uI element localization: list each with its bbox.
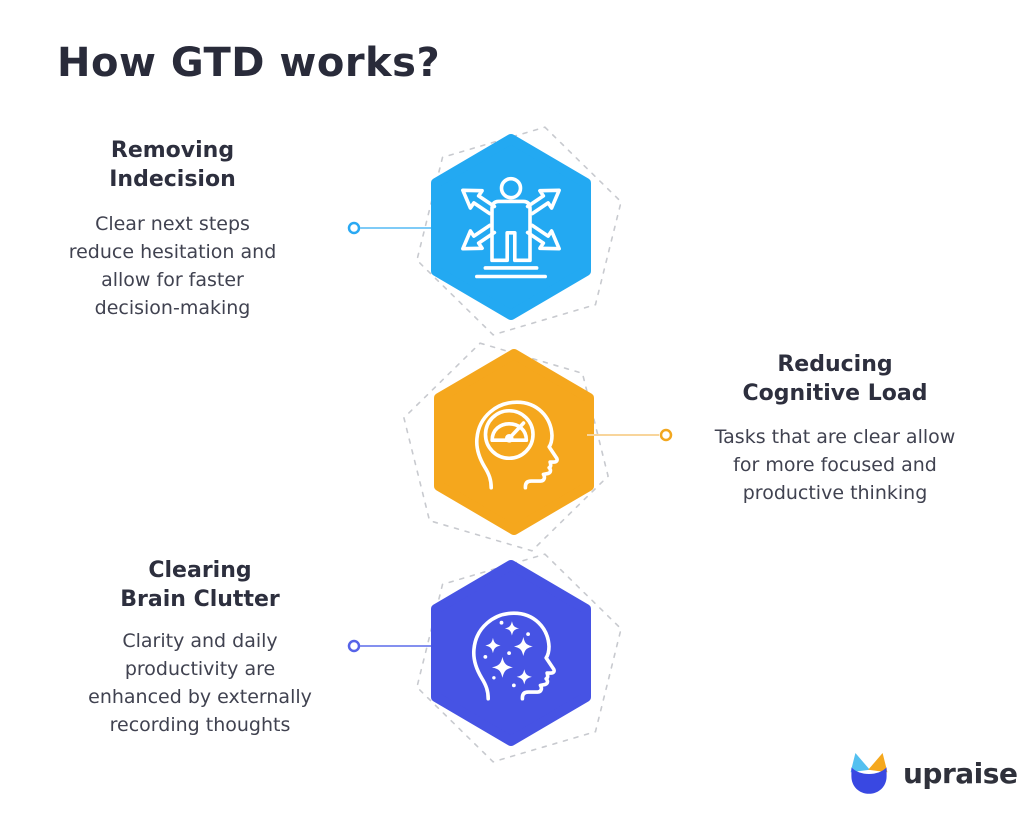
upraise-logo-icon — [850, 753, 888, 794]
dashed-hexagon-outline — [416, 126, 622, 336]
section-3-connector — [347, 639, 443, 653]
page-title: How GTD works? — [57, 40, 441, 86]
sparkles — [483, 620, 533, 688]
hexagon-shape — [431, 560, 591, 746]
hexagon-shape — [431, 134, 591, 320]
hexagon-clearing-brain-clutter — [416, 553, 622, 763]
section-2-connector — [587, 428, 673, 442]
logo-body — [851, 767, 887, 794]
section-1-body: Clear next steps reduce hesitation and a… — [68, 213, 277, 319]
section-3-body: Clarity and daily productivity are enhan… — [88, 630, 312, 736]
connector-ring — [659, 428, 673, 442]
connector-ring — [347, 221, 361, 235]
brand-logo: upraise — [845, 749, 1018, 797]
hexagon-reducing-cognitive-load — [403, 342, 609, 552]
hexagon-removing-indecision — [416, 126, 622, 336]
solid-hexagon — [431, 560, 591, 746]
brand-name: upraise — [903, 756, 1018, 790]
solid-hexagon — [431, 134, 591, 320]
dashed-hexagon — [416, 553, 622, 763]
dashed-hexagon-outline — [403, 342, 609, 552]
section-2-heading: Reducing Cognitive Load — [742, 352, 928, 406]
dashed-hexagon — [403, 342, 609, 552]
person-decision-arrows-icon — [461, 176, 561, 279]
connector-ring — [347, 639, 361, 653]
dashed-hexagon-outline — [416, 553, 622, 763]
section-1-heading: Removing Indecision — [109, 138, 236, 192]
section-2-body: Tasks that are clear allow for more focu… — [714, 426, 956, 504]
section-1-connector — [347, 221, 443, 235]
logo-ear-left — [850, 753, 870, 773]
dashed-hexagon — [416, 126, 622, 336]
head-sparkles-icon — [471, 611, 556, 701]
head-gauge-icon — [474, 400, 559, 490]
logo-ear-right — [868, 753, 888, 773]
section-3-heading: Clearing Brain Clutter — [120, 558, 280, 612]
